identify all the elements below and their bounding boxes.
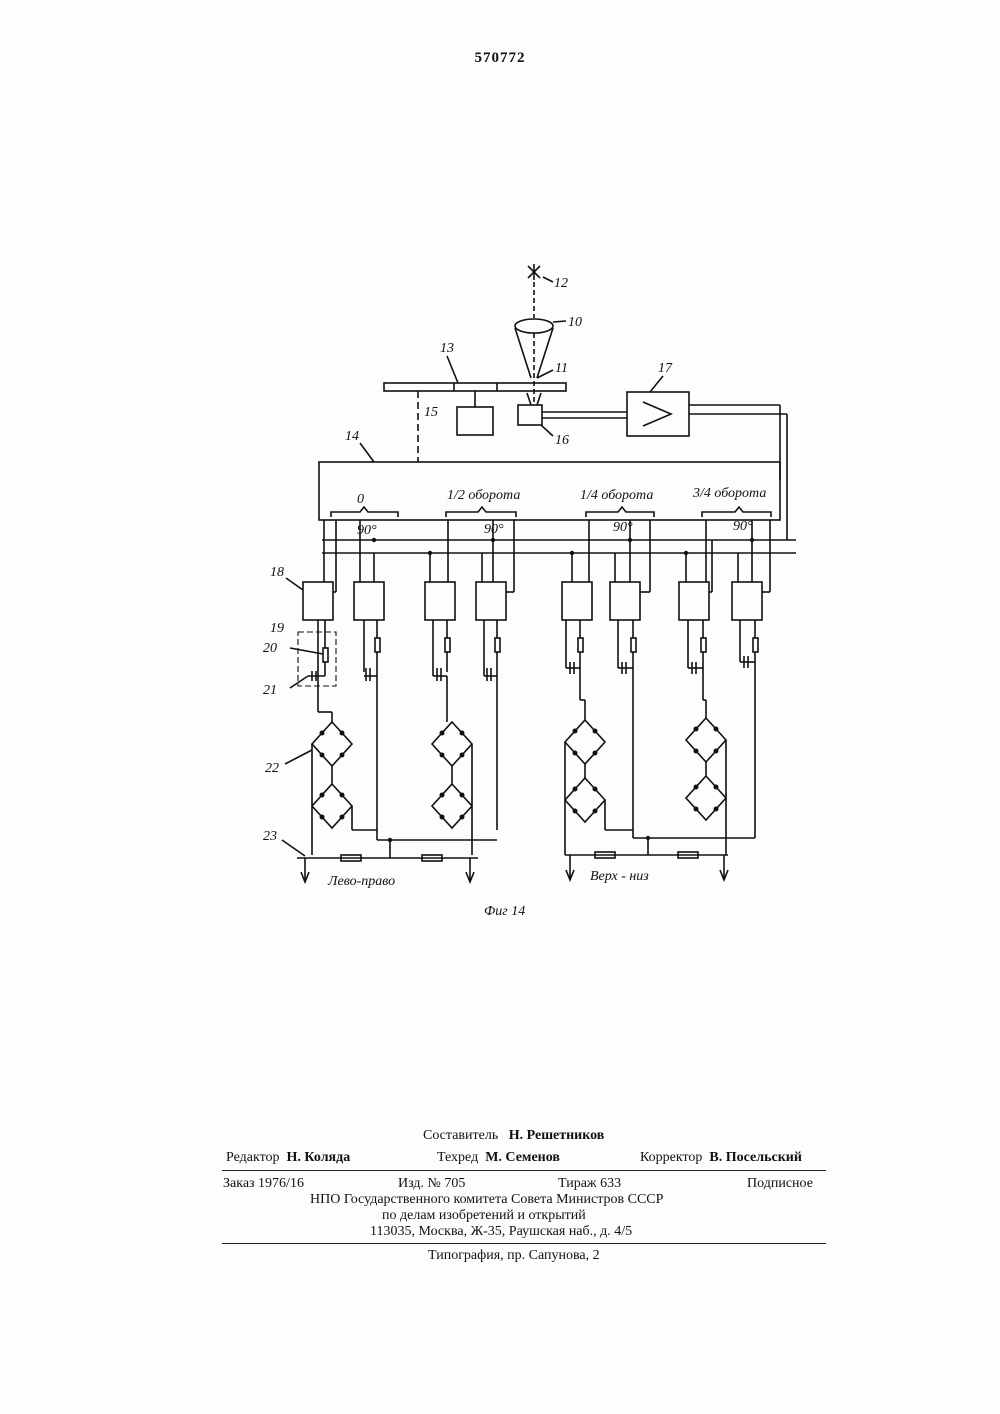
section-label-0: 0 xyxy=(357,492,364,507)
label-21: 21 xyxy=(263,683,277,698)
printing-house: Типография, пр. Сапунова, 2 xyxy=(428,1248,600,1264)
org-address: 113035, Москва, Ж-35, Раушская наб., д. … xyxy=(370,1224,632,1240)
label-11: 11 xyxy=(555,361,568,376)
bridge-right-b-top xyxy=(686,718,726,762)
block-15 xyxy=(457,407,493,435)
circuit-diagram: 12 10 11 13 17 15 16 14 18 19 20 21 22 2… xyxy=(0,0,1000,1000)
org-line-1: НПО Государственного комитета Совета Мин… xyxy=(310,1192,663,1208)
compiler-line: Составитель Н. Решетников xyxy=(423,1128,604,1144)
phase-label-1: 90° xyxy=(357,523,377,538)
amplifier-17 xyxy=(627,392,689,436)
separator-bottom xyxy=(222,1243,826,1244)
label-13: 13 xyxy=(440,341,454,356)
label-22: 22 xyxy=(265,761,279,776)
output-left-label: Лево-право xyxy=(327,874,395,889)
light-source-star xyxy=(528,264,540,280)
corrector-label: Корректор xyxy=(640,1150,702,1165)
techred-label: Техред xyxy=(437,1150,478,1165)
bridge-right-b-bottom xyxy=(686,776,726,820)
photodetector-16 xyxy=(518,405,542,425)
techred-name: М. Семенов xyxy=(485,1150,560,1165)
label-14: 14 xyxy=(345,429,359,444)
section-label-quarter: 1/4 оборота xyxy=(580,488,653,503)
section-label-half: 1/2 оборота xyxy=(447,488,520,503)
phase-label-2: 90° xyxy=(484,522,504,537)
compiler-name: Н. Решетников xyxy=(509,1128,605,1143)
bridge-left-top xyxy=(312,700,352,766)
compiler-label: Составитель xyxy=(423,1128,498,1143)
editor-label: Редактор xyxy=(226,1150,280,1165)
editor-line: Редактор Н. Коляда xyxy=(226,1150,350,1166)
label-17: 17 xyxy=(658,361,673,376)
bridge-mid-bottom xyxy=(432,766,472,828)
label-20: 20 xyxy=(263,641,277,656)
figure-caption: Фиг 14 xyxy=(484,904,525,919)
modulator-plate xyxy=(384,383,566,391)
techred-line: Техред М. Семенов xyxy=(437,1150,560,1166)
label-18: 18 xyxy=(270,565,284,580)
order-number: Заказ 1976/16 xyxy=(223,1176,304,1192)
separator-top xyxy=(222,1170,826,1171)
org-line-2: по делам изобретений и открытий xyxy=(382,1208,586,1224)
subscription: Подписное xyxy=(747,1176,813,1192)
label-19: 19 xyxy=(270,621,284,636)
bridge-right-a-top xyxy=(565,720,605,764)
bridge-left-bottom xyxy=(312,766,352,828)
label-12: 12 xyxy=(554,276,568,291)
corrector-line: Корректор В. Посельский xyxy=(640,1150,802,1166)
circulation: Тираж 633 xyxy=(558,1176,621,1192)
editor-name: Н. Коляда xyxy=(287,1150,351,1165)
lens xyxy=(515,319,553,333)
phase-label-4: 90° xyxy=(733,519,753,534)
label-16: 16 xyxy=(555,433,569,448)
output-right-label: Верх - низ xyxy=(590,869,649,884)
corrector-name: В. Посельский xyxy=(709,1150,802,1165)
label-23: 23 xyxy=(263,829,277,844)
edition-number: Изд. № 705 xyxy=(398,1176,465,1192)
bridge-right-a-bottom xyxy=(565,778,605,822)
bridge-mid-top xyxy=(432,676,472,766)
label-15: 15 xyxy=(424,405,438,420)
section-label-three-quarter: 3/4 оборота xyxy=(692,486,766,501)
phase-label-3: 90° xyxy=(613,520,633,535)
label-10: 10 xyxy=(568,315,582,330)
